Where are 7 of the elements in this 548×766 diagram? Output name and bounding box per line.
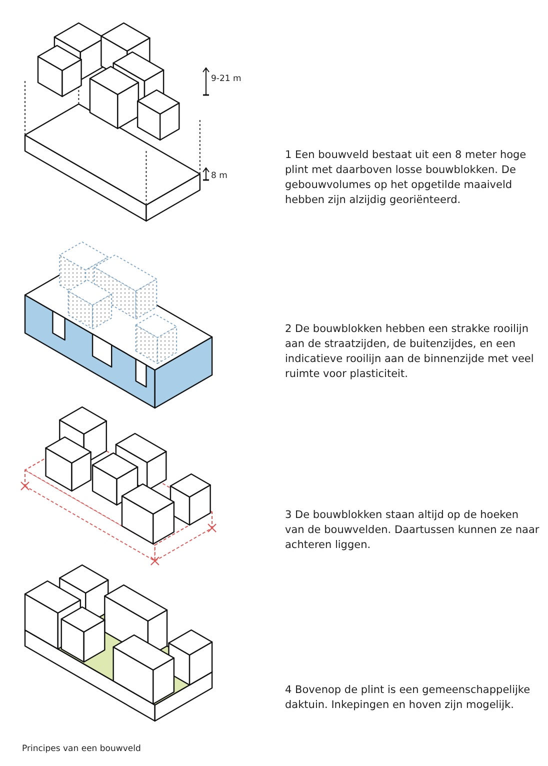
dimension-label: 8 m — [211, 170, 228, 183]
figure-caption: Principes van een bouwveld — [22, 743, 141, 756]
description-text: 4 Bovenop de plint is een gemeenschappelijke daktuin. Inkepingen en hoven zijn mogelijk. — [285, 683, 532, 713]
description-text: 1 Een bouwveld bestaat uit een 8 meter hoge plint met daarboven losse bouwblokken. De gebouwvolumes op het opgetilde maaiveld hebben zijn alzijdig georiënteerd. — [285, 148, 528, 208]
description-text: 3 De bouwblokken staan altijd op de hoeken van de bouwvelden. Daartussen kunnen ze naar achteren liggen. — [285, 508, 540, 553]
description-text: 2 De bouwblokken hebben een strakke rooilijn aan de straatzijden, de buitenzijdes, en een indicatieve rooilijn aan de binnenzijde met veel ruimte voor plasticiteit. — [285, 322, 535, 382]
dimension-label: 9-21 m — [211, 73, 242, 86]
